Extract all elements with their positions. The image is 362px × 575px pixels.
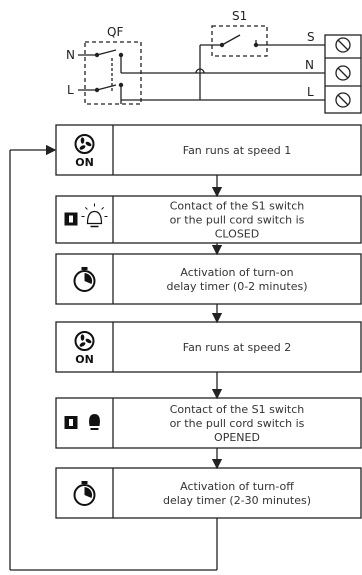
flowchart: ON Fan runs at speed 1 Contact of the S1 s…	[55, 124, 362, 550]
timer-icon	[73, 481, 96, 506]
right-terminal-l: L	[307, 85, 314, 99]
step-text-line: or the pull cord switch is	[170, 417, 305, 430]
terminal-screw-l	[335, 92, 351, 108]
step-text-line: delay timer (0-2 minutes)	[167, 280, 308, 293]
loop-back-arrow	[9, 144, 218, 571]
step-text-line: CLOSED	[215, 228, 259, 241]
step-box	[55, 321, 362, 373]
terminal-block	[324, 34, 362, 114]
step-text-line: Contact of the S1 switch	[170, 200, 305, 213]
fan-on-icon: ON	[74, 331, 95, 366]
step-box	[55, 397, 362, 449]
step-text-line: or the pull cord switch is	[170, 214, 305, 227]
flow-step-4: ON Fan runs at speed 2	[55, 321, 362, 400]
wiring-nodes	[94, 42, 259, 93]
step-text-line: Contact of the S1 switch	[170, 403, 305, 416]
breaker-label: QF	[107, 25, 123, 39]
right-terminal-n: N	[305, 58, 314, 72]
fan-on-text: ON	[75, 353, 94, 366]
fan-on-text: ON	[75, 156, 94, 169]
terminal-screw-n	[335, 65, 351, 81]
step-text-line: Activation of turn-on	[180, 266, 293, 279]
step-box	[55, 467, 362, 519]
right-terminal-s: S	[307, 30, 315, 44]
fan-on-icon: ON	[74, 134, 95, 169]
step-box	[55, 195, 362, 244]
timer-icon	[73, 267, 96, 292]
flow-step-1: ON Fan runs at speed 1	[55, 124, 362, 198]
step-text-line: OPENED	[214, 431, 260, 444]
switch-label: S1	[232, 9, 247, 23]
terminal-screw-s	[335, 37, 351, 53]
switch-opened-icon	[64, 414, 100, 430]
left-terminal-n: N	[66, 48, 75, 62]
left-terminal-l: L	[67, 83, 74, 97]
step-text-line: delay timer (2-30 minutes)	[163, 494, 311, 507]
switch-closed-icon	[64, 203, 108, 228]
step-text-line: Fan runs at speed 1	[183, 144, 292, 157]
switch-s1-box	[211, 25, 268, 57]
step-text-line: Fan runs at speed 2	[183, 341, 292, 354]
step-text-line: Activation of turn-off	[180, 480, 294, 493]
wiring-diagram	[78, 25, 362, 114]
step-box	[55, 253, 362, 305]
